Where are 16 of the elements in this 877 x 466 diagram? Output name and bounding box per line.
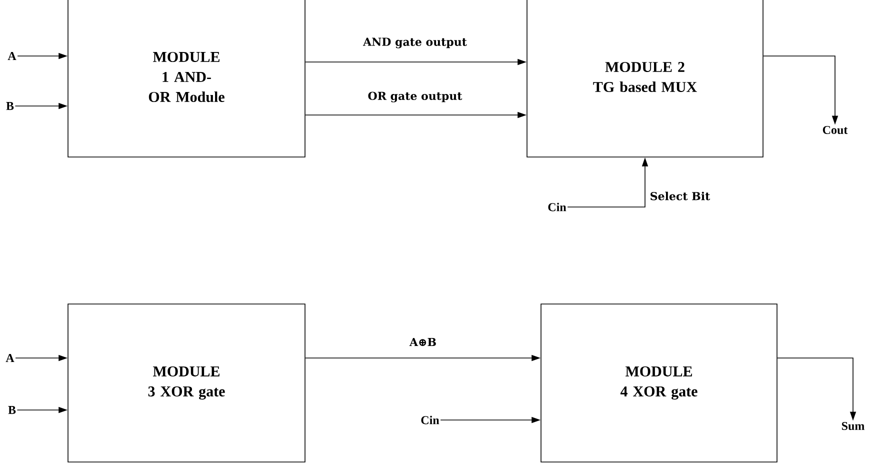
module-box: MODULE 3 XOR gate	[68, 304, 306, 462]
edge-label: OR gate output	[368, 92, 462, 102]
module-box: MODULE 2 TG based MUX	[526, 0, 764, 158]
edge-label: A⊕B	[409, 338, 436, 346]
module-box: MODULE 1 AND-OR Module	[68, 0, 306, 158]
signal-label: Cout	[822, 126, 848, 134]
module-box: MODULE 4 XOR gate	[540, 304, 778, 462]
signal-label: Sum	[842, 422, 864, 430]
signal-label: B	[8, 406, 16, 414]
signal-label: A	[6, 354, 14, 362]
signal-label: A	[8, 52, 16, 60]
signal-label: Cin	[421, 416, 440, 424]
edge-label: Select Bit	[650, 192, 710, 200]
edge-label: AND gate output	[363, 38, 467, 48]
signal-label: B	[6, 102, 14, 110]
signal-label: Cin	[548, 202, 566, 212]
